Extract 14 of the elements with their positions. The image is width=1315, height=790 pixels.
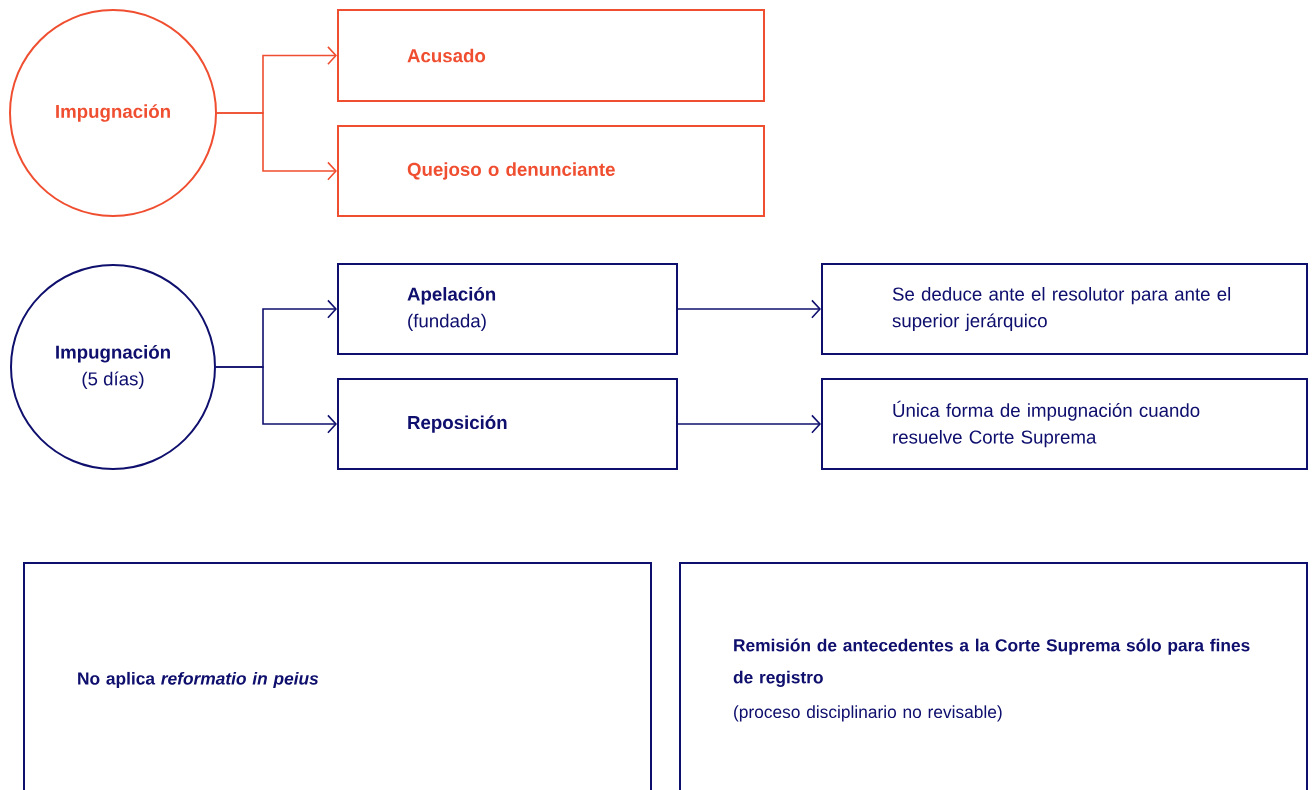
- circle-node: Impugnación (5 días): [10, 264, 216, 470]
- text-box: Acusado: [337, 9, 765, 102]
- arrow: [215, 366, 337, 434]
- text-box: Se deduce ante el resolutor para ante el superior jerárquico: [821, 263, 1308, 355]
- arrow: [677, 299, 821, 319]
- text-box: Apelación (fundada): [337, 263, 678, 355]
- text-box: No aplica reformatio in peius: [23, 562, 652, 790]
- arrow: [216, 112, 337, 181]
- arrow: [677, 414, 821, 434]
- text-box: Quejoso o denunciante: [337, 125, 765, 217]
- text-box: Única forma de impugnación cuando resuelve Corte Suprema: [821, 378, 1308, 470]
- text-box: Remisión de antecedentes a la Corte Suprema sólo para fines de registro (proceso disciplinario no revisable): [679, 562, 1308, 790]
- circle-node: Impugnación: [9, 9, 217, 217]
- text-box: Reposición: [337, 378, 678, 470]
